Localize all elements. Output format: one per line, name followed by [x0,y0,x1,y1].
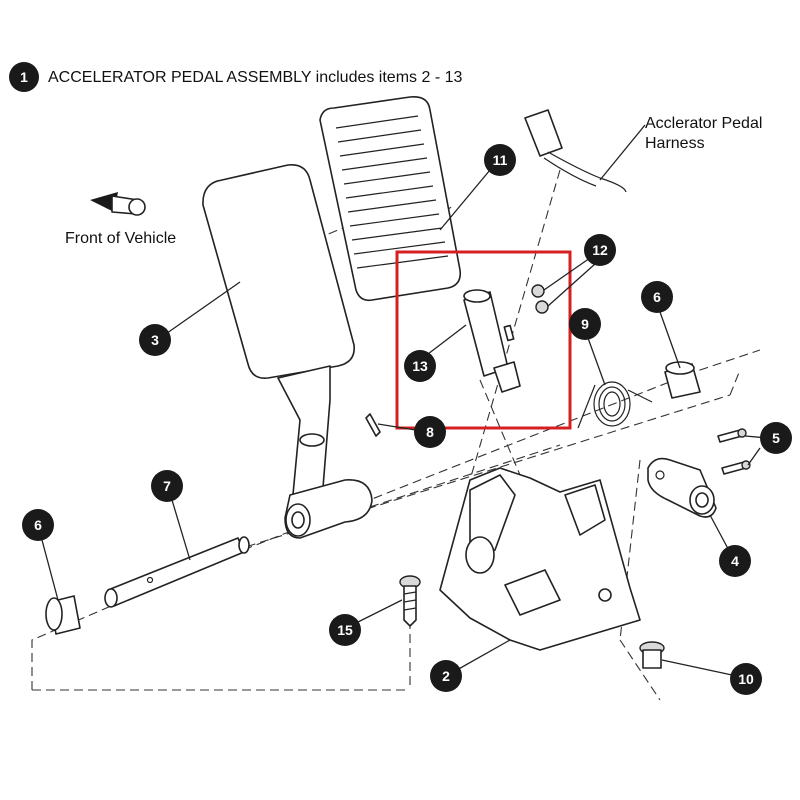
title-text: ACCELERATOR PEDAL ASSEMBLY includes item… [48,69,462,86]
callout-9-number: 9 [581,316,589,332]
callout-9: 9 [569,308,601,340]
callout-13-number: 13 [412,358,428,374]
front-of-vehicle-label: Front of Vehicle [65,230,176,247]
callout-2-number: 2 [442,668,450,684]
harness-connector-part [524,109,646,193]
pivot-shaft-part [104,536,250,608]
harness-label-line2: Harness [645,135,705,152]
callout-11-number: 11 [493,152,508,168]
bushing-right-part [664,361,701,399]
callout-10: 10 [730,663,762,695]
callout-15-number: 15 [337,622,353,638]
callout-5: 5 [760,422,792,454]
callout-13: 13 [404,350,436,382]
callout-6-left-number: 6 [34,517,42,533]
callout-7-number: 7 [163,478,171,494]
roll-pin-part [365,413,381,437]
callout-6-left: 6 [22,509,54,541]
callout-12-number: 12 [592,242,608,258]
callout-7: 7 [151,470,183,502]
callout-8: 8 [414,416,446,448]
pedal-pad-part [319,95,462,302]
callout-6-right-number: 6 [653,289,661,305]
callout-2: 2 [430,660,462,692]
callout-11: 11 [484,144,516,176]
spring-part [577,381,653,429]
sensor-highlight-box [395,250,572,430]
callout-12: 12 [584,234,616,266]
callout-4-number: 4 [731,553,739,569]
sensor-part [463,289,521,393]
direction-arrow-icon [90,192,146,216]
title-callout-bubble [9,62,39,92]
title-callout-number: 1 [20,69,28,85]
mounting-bracket-part [647,457,717,518]
callout-6-right: 6 [641,281,673,313]
screws-part [531,284,549,314]
bolts-part [717,428,751,475]
title-row: 1 ACCELERATOR PEDAL ASSEMBLY includes it… [9,62,462,92]
callout-8-number: 8 [426,424,434,440]
callout-3-number: 3 [151,332,159,348]
bumper-part [639,641,665,669]
pedal-arm-part [202,163,373,539]
harness-label-line1: Acclerator Pedal [645,115,762,132]
callout-5-number: 5 [772,430,780,446]
screw-15-part [399,575,421,627]
callout-10-number: 10 [738,671,754,687]
callout-15: 15 [329,614,361,646]
leader-lines [41,169,769,676]
bushing-left-part [45,595,81,635]
callout-3: 3 [139,324,171,356]
callout-4: 4 [719,545,751,577]
housing-part [439,467,641,651]
